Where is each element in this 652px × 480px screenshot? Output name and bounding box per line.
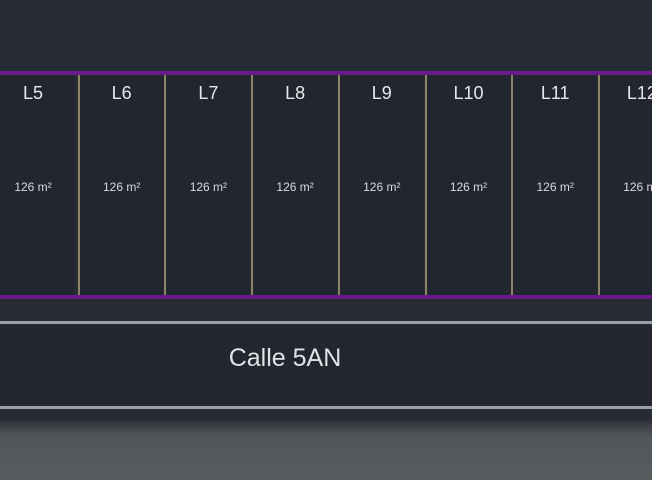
lot-l12[interactable]: L12 126 m² (597, 75, 652, 296)
lot-l11[interactable]: L11 126 m² (511, 75, 598, 296)
lot-area: 126 m² (276, 180, 314, 194)
lot-label: L9 (371, 83, 392, 103)
lot-area: 126 m² (14, 180, 52, 194)
street-edge-bottom (0, 406, 652, 409)
lot-area: 126 m² (536, 180, 574, 194)
lot-label: L10 (453, 83, 484, 103)
lot-label: L7 (198, 83, 219, 103)
lot-area: 126 m² (449, 180, 488, 194)
lot-area: 126 m² (189, 180, 228, 194)
lot-l9[interactable]: L9 126 m² (337, 75, 424, 296)
block-boundary-top (0, 71, 652, 75)
lot-area: 126 m² (623, 180, 652, 194)
lot-area: 126 m² (363, 180, 401, 194)
lot-label: L6 (111, 83, 132, 103)
lot-l7[interactable]: L7 126 m² (164, 75, 251, 296)
lot-label: L12 (626, 83, 652, 103)
lot-label: L8 (285, 83, 306, 103)
lot-l5[interactable]: L5 126 m² (0, 75, 75, 296)
street-name: Calle 5AN (228, 344, 342, 372)
block-boundary-bottom (0, 295, 652, 299)
lot-l8[interactable]: L8 126 m² (251, 75, 338, 296)
lot-l6[interactable]: L6 126 m² (77, 75, 164, 296)
lot-area: 126 m² (103, 180, 141, 194)
street (0, 325, 652, 407)
lot-label: L5 (22, 83, 44, 103)
lot-label: L11 (540, 83, 570, 103)
street-edge-top (0, 321, 652, 324)
ground-area (0, 420, 652, 480)
lot-l10[interactable]: L10 126 m² (424, 75, 511, 296)
